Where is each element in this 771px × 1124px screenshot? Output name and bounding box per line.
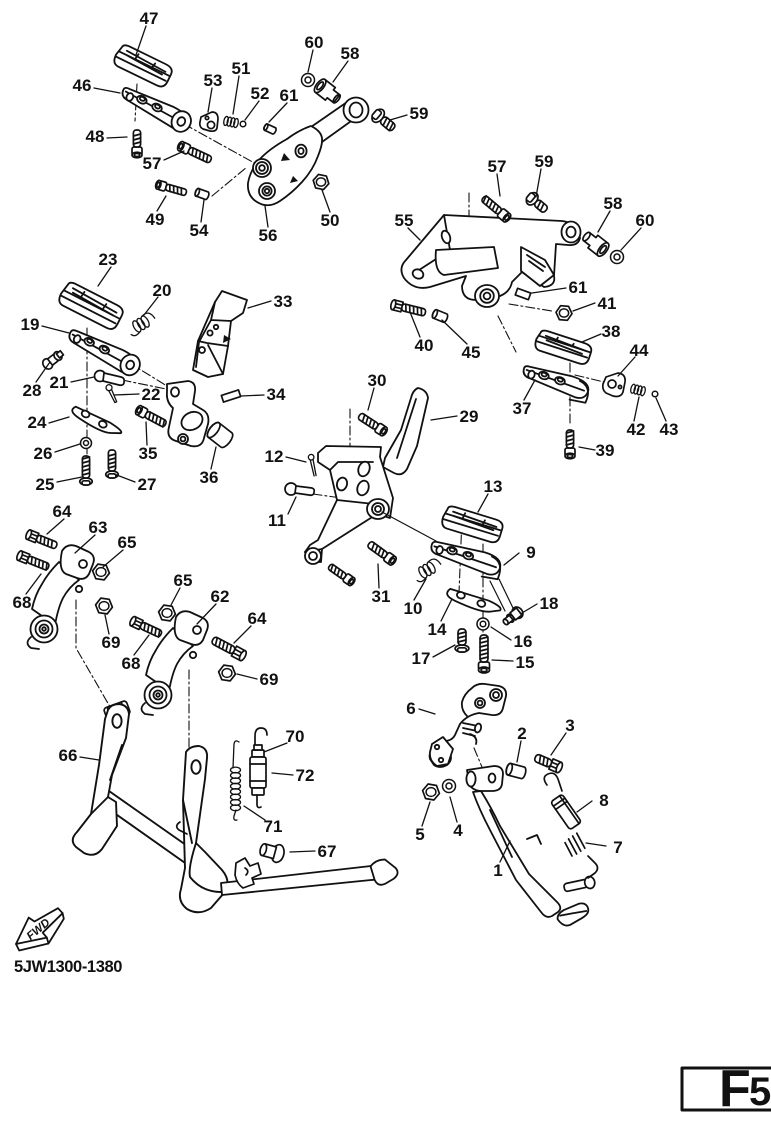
svg-text:17: 17 [412,649,431,668]
svg-text:61: 61 [280,86,299,105]
svg-text:69: 69 [260,670,279,689]
svg-text:48: 48 [86,127,105,146]
svg-text:5: 5 [749,1070,771,1114]
svg-text:5: 5 [415,825,424,844]
svg-text:65: 65 [118,533,137,552]
svg-text:26: 26 [34,444,53,463]
svg-text:25: 25 [36,475,55,494]
svg-text:31: 31 [372,587,391,606]
svg-text:52: 52 [251,84,270,103]
svg-text:15: 15 [516,653,535,672]
svg-text:14: 14 [428,620,447,639]
svg-text:40: 40 [415,336,434,355]
svg-text:53: 53 [204,71,223,90]
svg-text:68: 68 [122,654,141,673]
svg-text:70: 70 [286,727,305,746]
svg-text:35: 35 [139,444,158,463]
svg-text:47: 47 [140,9,159,28]
svg-text:18: 18 [540,594,559,613]
svg-text:1: 1 [493,861,502,880]
svg-text:59: 59 [535,152,554,171]
svg-text:28: 28 [23,381,42,400]
svg-text:67: 67 [318,842,337,861]
svg-text:16: 16 [514,632,533,651]
svg-text:41: 41 [598,294,617,313]
svg-text:5JW1300-1380: 5JW1300-1380 [14,958,122,976]
svg-text:69: 69 [102,633,121,652]
svg-text:58: 58 [604,194,623,213]
svg-text:22: 22 [142,385,161,404]
svg-text:13: 13 [484,477,503,496]
svg-text:43: 43 [660,420,679,439]
svg-text:64: 64 [53,502,72,521]
svg-text:38: 38 [602,322,621,341]
svg-text:19: 19 [21,315,40,334]
svg-text:6: 6 [406,699,415,718]
svg-text:60: 60 [305,33,324,52]
svg-text:63: 63 [89,518,108,537]
svg-text:33: 33 [274,292,293,311]
svg-text:20: 20 [153,281,172,300]
svg-text:9: 9 [526,543,535,562]
svg-text:49: 49 [146,210,165,229]
svg-text:F: F [719,1060,751,1118]
svg-text:11: 11 [268,511,286,530]
svg-text:50: 50 [321,211,340,230]
svg-text:71: 71 [264,817,283,836]
svg-text:4: 4 [453,821,463,840]
svg-text:62: 62 [211,587,230,606]
svg-text:37: 37 [513,399,532,418]
svg-text:66: 66 [59,746,78,765]
svg-text:57: 57 [143,154,162,173]
svg-text:61: 61 [569,278,588,297]
svg-text:64: 64 [248,609,267,628]
svg-text:39: 39 [596,441,615,460]
svg-text:56: 56 [259,226,278,245]
svg-text:42: 42 [627,420,646,439]
svg-text:72: 72 [296,766,315,785]
svg-text:2: 2 [517,724,526,743]
svg-text:7: 7 [613,838,622,857]
svg-text:59: 59 [410,104,429,123]
svg-text:23: 23 [99,250,118,269]
svg-text:60: 60 [636,211,655,230]
svg-text:8: 8 [599,791,608,810]
svg-text:45: 45 [462,343,481,362]
svg-text:27: 27 [138,475,157,494]
svg-text:44: 44 [630,341,649,360]
svg-text:36: 36 [200,468,219,487]
svg-text:51: 51 [232,59,251,78]
svg-text:58: 58 [341,44,360,63]
svg-text:68: 68 [13,593,32,612]
svg-text:34: 34 [267,385,286,404]
svg-text:54: 54 [190,221,209,240]
svg-text:24: 24 [28,413,47,432]
svg-text:57: 57 [488,157,507,176]
svg-text:12: 12 [265,447,284,466]
svg-text:29: 29 [460,407,479,426]
svg-text:46: 46 [73,76,92,95]
svg-text:21: 21 [50,373,69,392]
svg-text:10: 10 [404,599,423,618]
svg-text:3: 3 [565,716,574,735]
svg-text:65: 65 [174,571,193,590]
svg-text:30: 30 [368,371,387,390]
svg-text:55: 55 [395,211,414,230]
